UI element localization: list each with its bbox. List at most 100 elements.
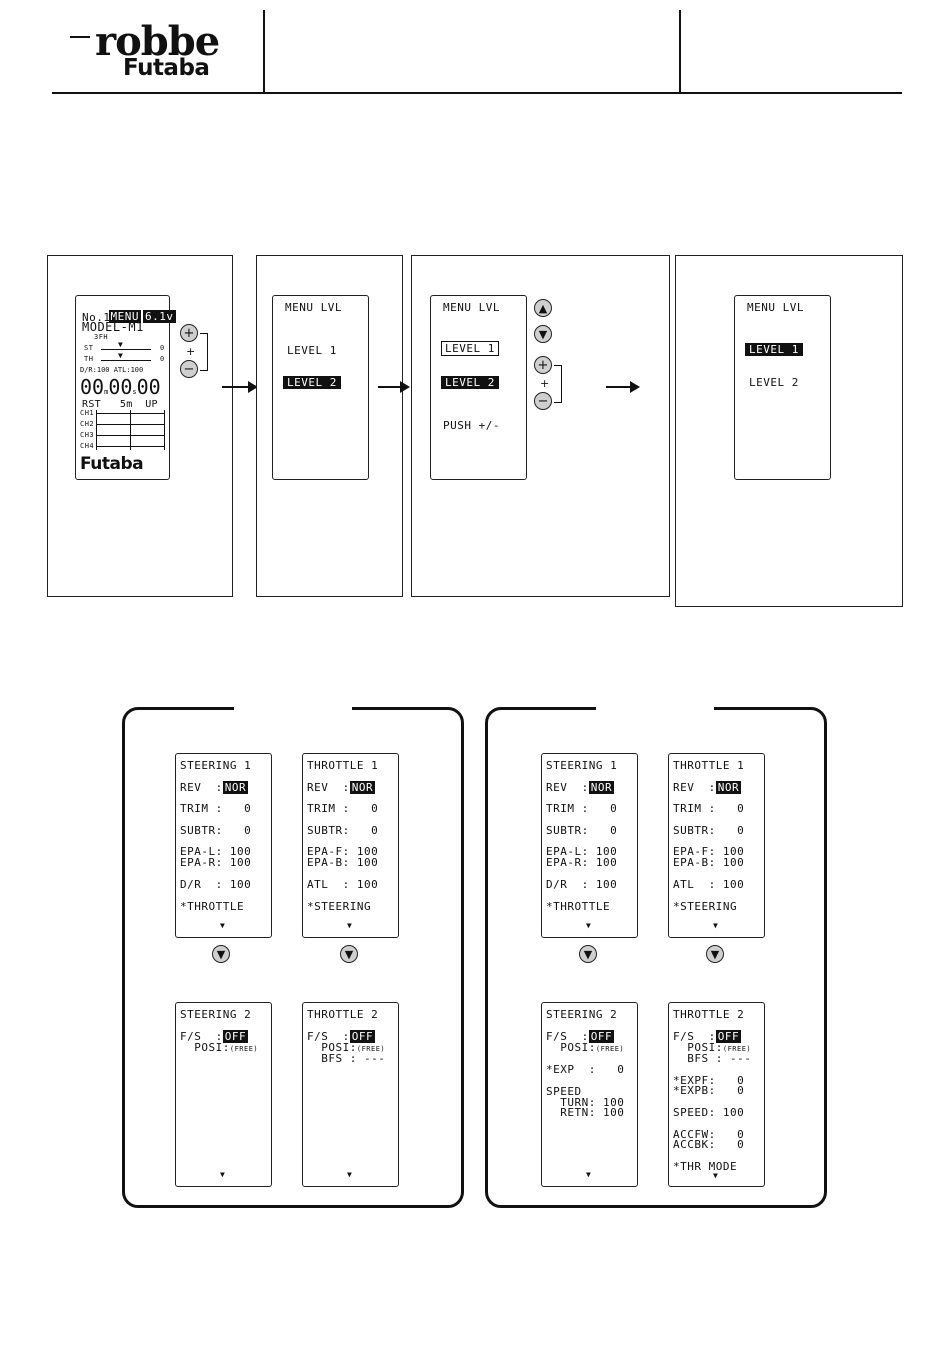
menu-level-screen: MENU LVL LEVEL 1 LEVEL 2 bbox=[734, 295, 831, 480]
screen-title: MENU LVL bbox=[285, 301, 342, 314]
link-steering[interactable]: *STEERING bbox=[307, 900, 372, 913]
level-1-option[interactable]: LEVEL 1 bbox=[287, 344, 337, 357]
link-throttle[interactable]: *THROTTLE bbox=[180, 900, 245, 913]
steering-1-screen: STEERING 1 REV :NOR TRIM : 0 SUBTR: 0 EP… bbox=[541, 753, 638, 938]
screen-title: THROTTLE 2 bbox=[673, 1008, 745, 1021]
futaba-screen-logo: Futaba bbox=[80, 454, 144, 474]
dual-rate-row: D/R : 100 bbox=[180, 878, 252, 891]
posi-label: POSI: bbox=[546, 1041, 596, 1054]
steering-1-screen: STEERING 1 REV :NOR TRIM : 0 SUBTR: 0 EP… bbox=[175, 753, 272, 938]
trim-row: TRIM : 0 bbox=[546, 802, 618, 815]
minus-button[interactable]: − bbox=[534, 392, 552, 410]
flow-arrow bbox=[378, 386, 402, 388]
failsafe-value[interactable]: OFF bbox=[222, 1030, 249, 1043]
button-bracket bbox=[554, 365, 562, 403]
st-label: ST bbox=[84, 344, 94, 352]
flow-arrow-head-icon bbox=[248, 381, 258, 393]
steering-2-screen: STEERING 2 F/S :OFF POSI:(FREE) *EXP : 0… bbox=[541, 1002, 638, 1187]
futaba-logo: Futaba bbox=[123, 55, 210, 81]
throttle-2-screen: THROTTLE 2 F/S :OFF POSI:(FREE) BFS : --… bbox=[668, 1002, 765, 1187]
trim-mode: 3FH bbox=[94, 333, 109, 341]
failsafe-value[interactable]: OFF bbox=[715, 1030, 742, 1043]
more-down-icon: ▼ bbox=[220, 1170, 225, 1179]
menu-label: MENU bbox=[108, 310, 141, 323]
atl-row: ATL : 100 bbox=[673, 878, 745, 891]
st-trim-bar bbox=[101, 349, 151, 350]
accbk-row: ACCBK: 0 bbox=[673, 1138, 745, 1151]
minus-button[interactable]: − bbox=[180, 360, 198, 378]
logo-mark bbox=[70, 36, 90, 38]
down-button[interactable]: ▼ bbox=[579, 945, 597, 963]
rev-value[interactable]: NOR bbox=[222, 781, 249, 794]
rev-label: REV : bbox=[546, 781, 589, 794]
up-button[interactable]: ▲ bbox=[534, 299, 552, 317]
screen-title: THROTTLE 2 bbox=[307, 1008, 379, 1021]
rev-value[interactable]: NOR bbox=[715, 781, 742, 794]
battery-voltage: 6.1v bbox=[143, 310, 176, 323]
level-1-option-selected[interactable]: LEVEL 1 bbox=[745, 343, 803, 356]
failsafe-value[interactable]: OFF bbox=[588, 1030, 615, 1043]
th-label: TH bbox=[84, 355, 94, 363]
panel-title-gap bbox=[596, 702, 714, 710]
header-divider bbox=[679, 10, 681, 93]
screen-title: STEERING 2 bbox=[546, 1008, 618, 1021]
rev-value[interactable]: NOR bbox=[349, 781, 376, 794]
level-2-option-selected[interactable]: LEVEL 2 bbox=[283, 376, 341, 389]
posi-label: POSI: bbox=[673, 1041, 723, 1054]
posi-value: (FREE) bbox=[595, 1045, 625, 1053]
link-throttle[interactable]: *THROTTLE bbox=[546, 900, 611, 913]
level-1-option-cursor[interactable]: LEVEL 1 bbox=[441, 341, 499, 356]
epa-row: EPA-F: 100 bbox=[673, 845, 745, 858]
expf-row: *EXPF: 0 bbox=[673, 1074, 745, 1087]
level-2-option-selected[interactable]: LEVEL 2 bbox=[441, 376, 499, 389]
dual-rate-row: D/R : 100 bbox=[546, 878, 618, 891]
th-trim-bar bbox=[101, 360, 151, 361]
expb-row: *EXPB: 0 bbox=[673, 1084, 745, 1097]
menu-level-screen: MENU LVL LEVEL 1 LEVEL 2 bbox=[272, 295, 369, 480]
level-2-panel bbox=[485, 707, 827, 1208]
more-down-icon: ▼ bbox=[220, 921, 225, 930]
more-down-icon: ▼ bbox=[713, 1171, 718, 1180]
robbe-logo: robbe bbox=[95, 18, 220, 65]
failsafe-value[interactable]: OFF bbox=[349, 1030, 376, 1043]
subtrim-row: SUBTR: 0 bbox=[673, 824, 745, 837]
menu-level-screen: MENU LVL LEVEL 1 LEVEL 2 PUSH +/- bbox=[430, 295, 527, 480]
trim-row: TRIM : 0 bbox=[673, 802, 745, 815]
level-2-option[interactable]: LEVEL 2 bbox=[749, 376, 799, 389]
th-trim-marker-icon: ▼ bbox=[118, 351, 123, 360]
link-thr-mode[interactable]: *THR MODE bbox=[673, 1160, 738, 1173]
screen-title: MENU LVL bbox=[747, 301, 804, 314]
failsafe-label: F/S : bbox=[673, 1030, 716, 1043]
flow-arrow bbox=[222, 386, 250, 388]
rev-label: REV : bbox=[180, 781, 223, 794]
timer-display: 00m00s00 bbox=[80, 375, 161, 399]
panel-title-gap bbox=[234, 702, 352, 710]
rev-label: REV : bbox=[307, 781, 350, 794]
epa-row: EPA-L: 100 bbox=[180, 845, 252, 858]
screen-title: MENU LVL bbox=[443, 301, 500, 314]
rev-value[interactable]: NOR bbox=[588, 781, 615, 794]
failsafe-label: F/S : bbox=[180, 1030, 223, 1043]
dr-atl-readout: D/R:100 ATL:100 bbox=[80, 366, 144, 374]
subtrim-row: SUBTR: 0 bbox=[180, 824, 252, 837]
more-down-icon: ▼ bbox=[586, 921, 591, 930]
screen-title: THROTTLE 1 bbox=[673, 759, 745, 772]
down-button[interactable]: ▼ bbox=[212, 945, 230, 963]
link-steering[interactable]: *STEERING bbox=[673, 900, 738, 913]
atl-row: ATL : 100 bbox=[307, 878, 379, 891]
flow-arrow bbox=[606, 386, 632, 388]
plus-button[interactable]: + bbox=[180, 324, 198, 342]
model-number: No.1 bbox=[82, 311, 111, 324]
epa-row: EPA-F: 100 bbox=[307, 845, 379, 858]
return-row: RETN: 100 bbox=[546, 1106, 625, 1119]
down-button[interactable]: ▼ bbox=[340, 945, 358, 963]
plus-sign: + bbox=[540, 377, 550, 390]
more-down-icon: ▼ bbox=[347, 1170, 352, 1179]
posi-value: (FREE) bbox=[229, 1045, 259, 1053]
turn-row: TURN: 100 bbox=[546, 1096, 625, 1109]
plus-button[interactable]: + bbox=[534, 356, 552, 374]
down-button[interactable]: ▼ bbox=[534, 325, 552, 343]
epa-row: EPA-B: 100 bbox=[673, 856, 745, 869]
down-button[interactable]: ▼ bbox=[706, 945, 724, 963]
